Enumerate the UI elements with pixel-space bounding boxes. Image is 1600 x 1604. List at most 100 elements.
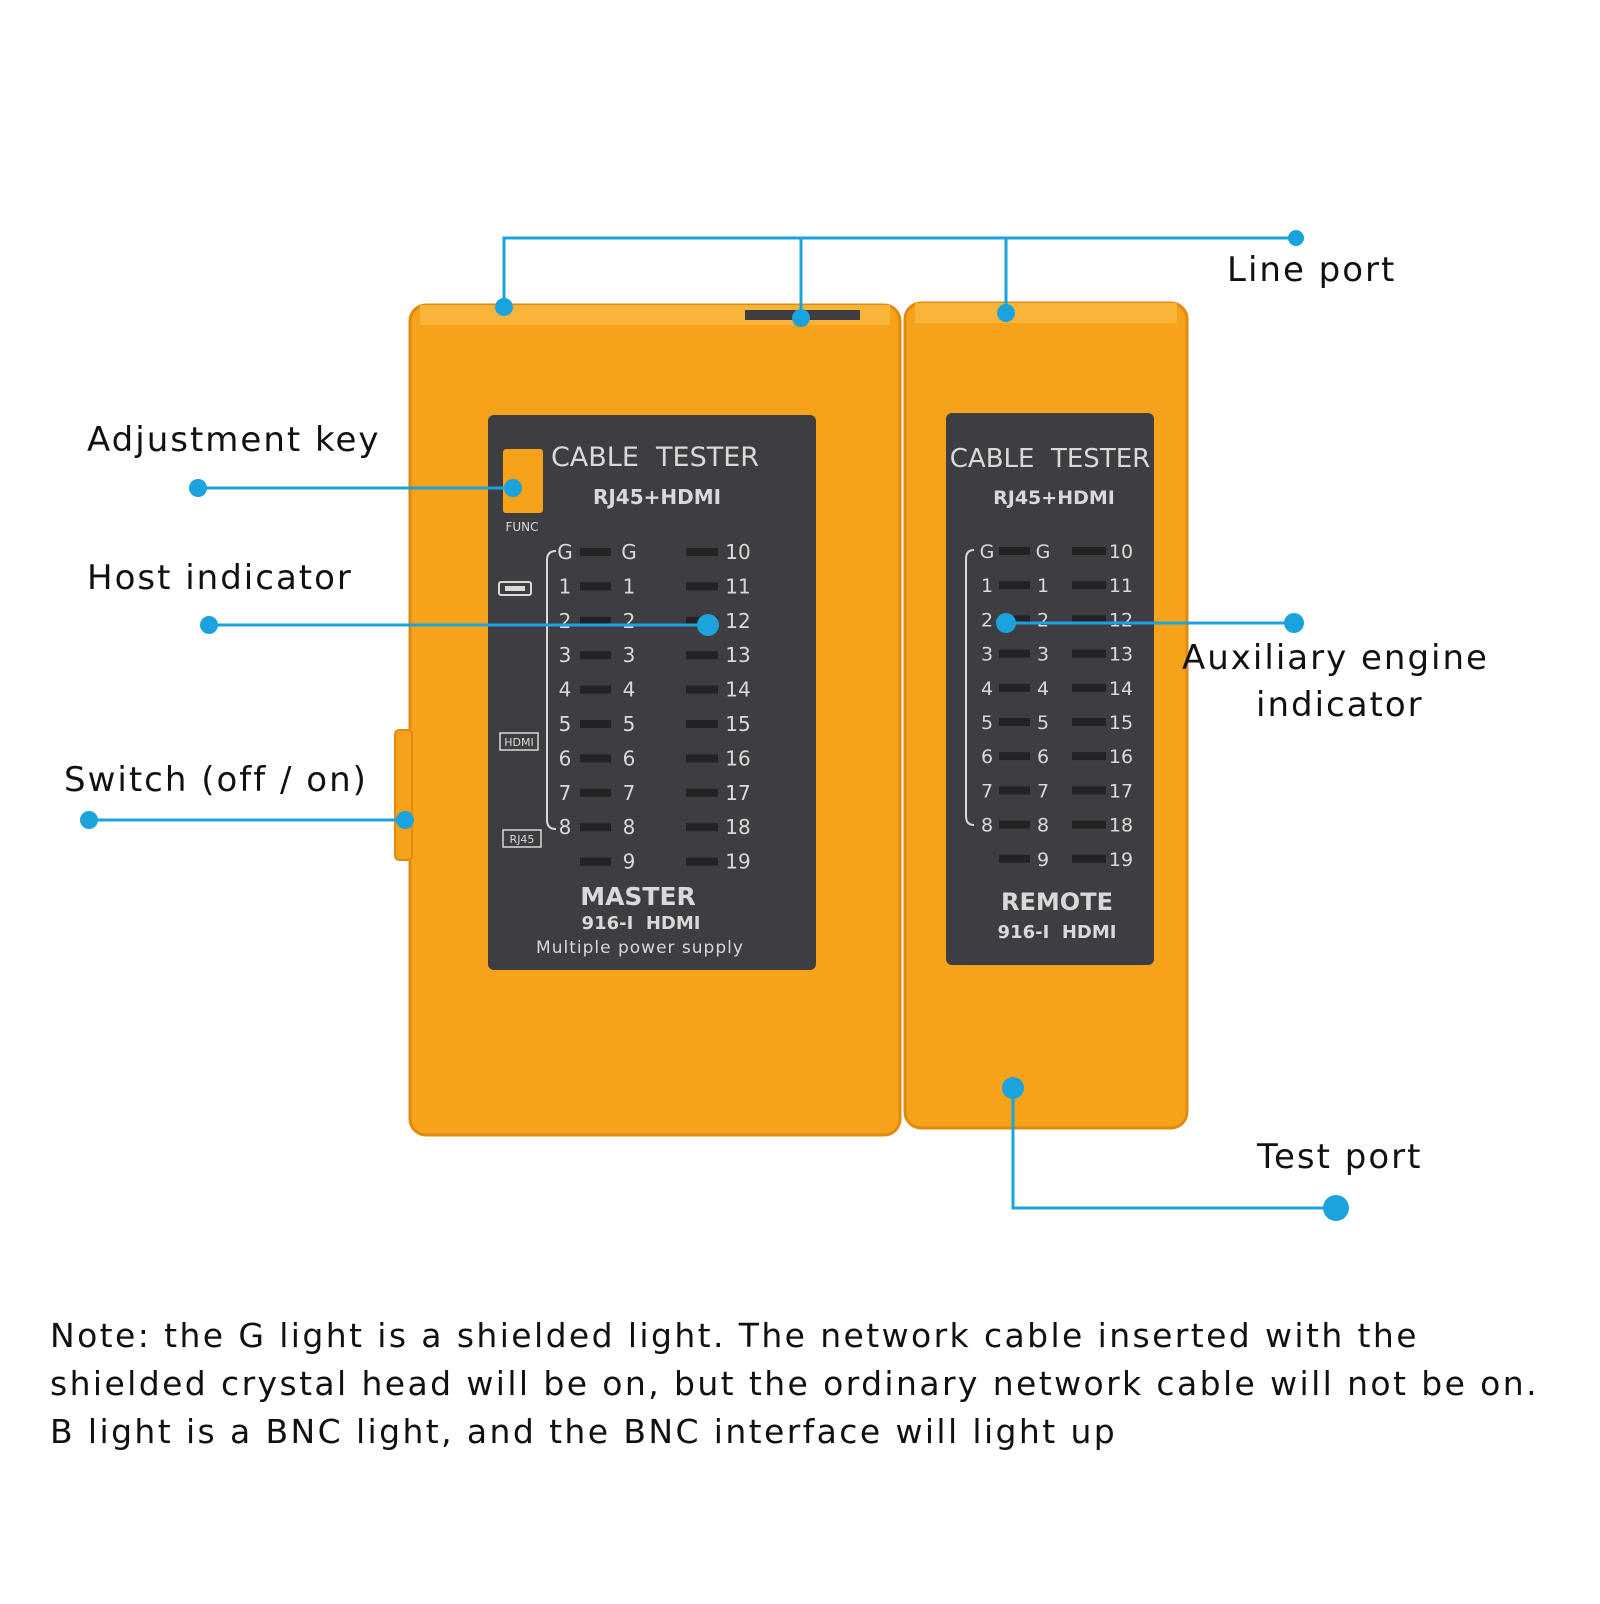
- func-label: FUNC: [505, 520, 538, 534]
- remote-led-b-3: [1072, 649, 1106, 658]
- master-left-label-2: 2: [559, 609, 572, 633]
- master-left-label-7: 7: [559, 781, 572, 805]
- master-middle-label-6: 6: [623, 746, 636, 770]
- master-led-a-2: [580, 616, 611, 625]
- remote-left-label-0: G: [980, 541, 995, 563]
- auxiliary-indicator-dot-start: [996, 613, 1016, 633]
- remote-bracket: [965, 549, 975, 826]
- auxiliary-engine-label-line2: indicator: [1256, 685, 1424, 725]
- master-left-label-5: 5: [559, 712, 572, 736]
- remote-led-b-5: [1072, 718, 1106, 726]
- master-led-a-0: [580, 548, 611, 556]
- auxiliary-engine-label-line1: Auxiliary engine: [1182, 638, 1489, 678]
- host-indicator-dot-start: [200, 616, 218, 634]
- host-indicator-dot-end: [697, 614, 719, 636]
- master-left-label-1: 1: [559, 574, 572, 598]
- master-led-b-7: [686, 788, 718, 797]
- master-model: 916-I HDMI: [582, 913, 701, 934]
- master-right-label-2: 12: [725, 609, 750, 633]
- master-led-a-5: [580, 720, 611, 728]
- auxiliary-indicator-dot-end: [1284, 613, 1304, 633]
- remote-middle-label-5: 5: [1037, 712, 1049, 734]
- master-right-label-4: 14: [725, 678, 750, 702]
- rj45-tag: RJ45: [510, 833, 535, 846]
- remote-left-label-5: 5: [981, 712, 993, 734]
- line-port-dot-end: [1288, 230, 1304, 246]
- line-port-connector: [502, 236, 1296, 307]
- remote-right-label-5: 15: [1109, 712, 1133, 734]
- master-led-b-0: [686, 548, 718, 556]
- master-right-label-7: 17: [725, 781, 750, 805]
- master-right-label-1: 11: [725, 574, 750, 598]
- remote-right-label-3: 13: [1109, 644, 1133, 666]
- rj45-tag-box: [502, 829, 542, 848]
- master-left-label-6: 6: [559, 746, 572, 770]
- master-middle-label-3: 3: [623, 643, 636, 667]
- master-subtitle: RJ45+HDMI: [593, 485, 721, 509]
- remote-right-label-7: 17: [1109, 780, 1133, 802]
- video-icon: [498, 581, 532, 596]
- master-middle-label-1: 1: [623, 574, 636, 598]
- master-led-b-1: [686, 582, 718, 591]
- master-left-label-0: G: [557, 540, 573, 564]
- master-left-label-4: 4: [559, 678, 572, 702]
- test-port-connector: [1011, 1088, 1336, 1210]
- remote-led-b-1: [1072, 581, 1106, 590]
- master-led-b-8: [686, 823, 718, 832]
- switch-dot-start: [80, 811, 98, 829]
- remote-top-edge: [915, 303, 1177, 323]
- adjustment-key-dot-end: [504, 479, 522, 497]
- remote-left-label-3: 3: [981, 644, 993, 666]
- remote-left-label-8: 8: [981, 815, 993, 837]
- remote-middle-label-0: G: [1036, 541, 1051, 563]
- remote-led-a-4: [999, 683, 1030, 692]
- master-left-label-8: 8: [559, 815, 572, 839]
- remote-subtitle: RJ45+HDMI: [993, 487, 1115, 509]
- host-indicator-label: Host indicator: [87, 558, 353, 598]
- remote-led-b-0: [1072, 547, 1106, 555]
- master-led-b-3: [686, 651, 718, 660]
- remote-led-b-7: [1072, 786, 1106, 795]
- remote-middle-label-8: 8: [1037, 815, 1049, 837]
- adjustment-key-dot-start: [189, 479, 207, 497]
- master-bracket: [546, 550, 557, 830]
- remote-left-label-2: 2: [981, 609, 993, 631]
- master-middle-label-2: 2: [623, 609, 636, 633]
- test-port-dot-end: [1323, 1195, 1349, 1221]
- line-port-dot-master-left: [495, 298, 513, 316]
- master-middle-label-7: 7: [623, 781, 636, 805]
- remote-brand: CABLE TESTER: [950, 444, 1150, 474]
- master-led-a-6: [580, 754, 611, 763]
- master-led-a-9: [580, 857, 611, 866]
- remote-right-label-9: 19: [1109, 849, 1133, 871]
- switch[interactable]: [394, 729, 413, 861]
- master-led-a-8: [580, 823, 611, 832]
- master-middle-label-9: 9: [623, 850, 636, 874]
- remote-name: REMOTE: [1001, 888, 1113, 916]
- remote-middle-label-1: 1: [1037, 575, 1049, 597]
- master-led-a-3: [580, 651, 611, 660]
- remote-right-label-1: 11: [1109, 575, 1133, 597]
- hdmi-tag-box: [499, 732, 539, 751]
- master-right-label-3: 13: [725, 643, 750, 667]
- remote-model: 916-I HDMI: [998, 922, 1117, 943]
- remote-right-label-0: 10: [1109, 541, 1133, 563]
- master-right-label-5: 15: [725, 712, 750, 736]
- remote-led-b-2: [1072, 615, 1106, 624]
- master-led-b-9: [686, 857, 718, 866]
- remote-led-a-9: [999, 854, 1030, 863]
- remote-led-a-8: [999, 820, 1030, 829]
- remote-middle-label-7: 7: [1037, 780, 1049, 802]
- master-right-label-0: 10: [725, 540, 750, 564]
- remote-led-a-0: [999, 547, 1030, 555]
- master-panel: [488, 415, 816, 970]
- remote-middle-label-9: 9: [1037, 849, 1049, 871]
- remote-right-label-8: 18: [1109, 815, 1133, 837]
- remote-led-a-3: [999, 649, 1030, 658]
- remote-middle-label-3: 3: [1037, 644, 1049, 666]
- master-led-a-1: [580, 582, 611, 591]
